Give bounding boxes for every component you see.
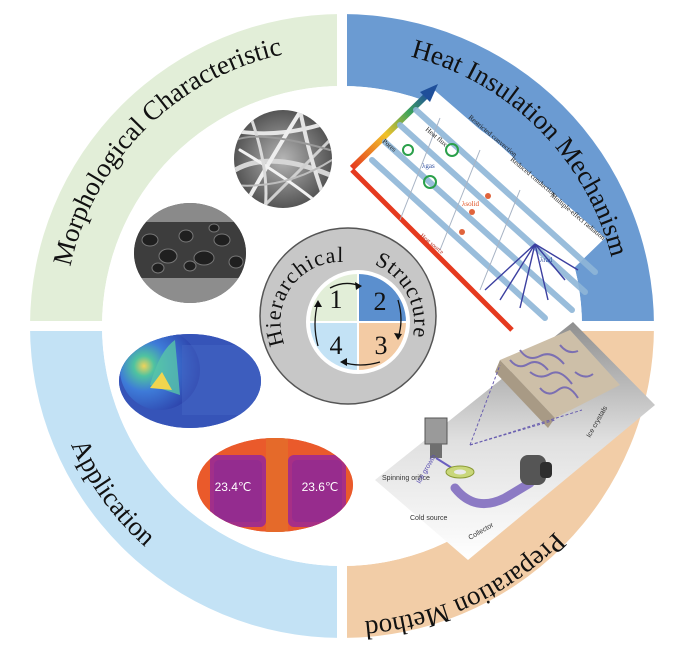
preparation-diagram: Spinning orifice Ice growth Cold source …	[375, 322, 655, 560]
lambda-rad-label: λrad	[540, 256, 553, 264]
cold-source-label: Cold source	[410, 515, 447, 522]
center-number-2: 2	[374, 287, 387, 316]
center-quadrant-2	[358, 274, 406, 322]
quadrant-application	[30, 326, 342, 638]
quadrant-morphological	[30, 14, 342, 326]
collector	[450, 455, 552, 509]
center-quadrant-1	[310, 274, 358, 322]
center-number-1: 1	[330, 285, 343, 314]
ice-crystal-fiber-block	[495, 330, 620, 428]
center-number-4: 4	[330, 331, 343, 360]
heat-source-bar	[350, 168, 514, 332]
right-temperature: 23.6℃	[302, 480, 339, 494]
spinning-orifice	[424, 417, 448, 458]
spinning-orifice-label: Spinning orifice	[382, 475, 430, 482]
porous-foam-image	[134, 203, 246, 303]
lambda-gas-label: λgas	[422, 162, 435, 170]
heat-flux-arrow	[349, 91, 431, 171]
left-temperature: 23.4℃	[215, 480, 252, 494]
sem-fiber-image	[234, 110, 332, 208]
center-quadrant-3	[358, 322, 406, 370]
center-hub: 1 2 3 4 Hierarchical Structure	[259, 227, 437, 405]
center-quadrant-4	[310, 322, 358, 370]
center-number-3: 3	[375, 331, 388, 360]
lambda-solid-label: λsolid	[462, 200, 480, 208]
thermal-temperature-image: 23.4℃ 23.6℃	[197, 438, 353, 532]
ir-thermal-image	[119, 334, 261, 428]
